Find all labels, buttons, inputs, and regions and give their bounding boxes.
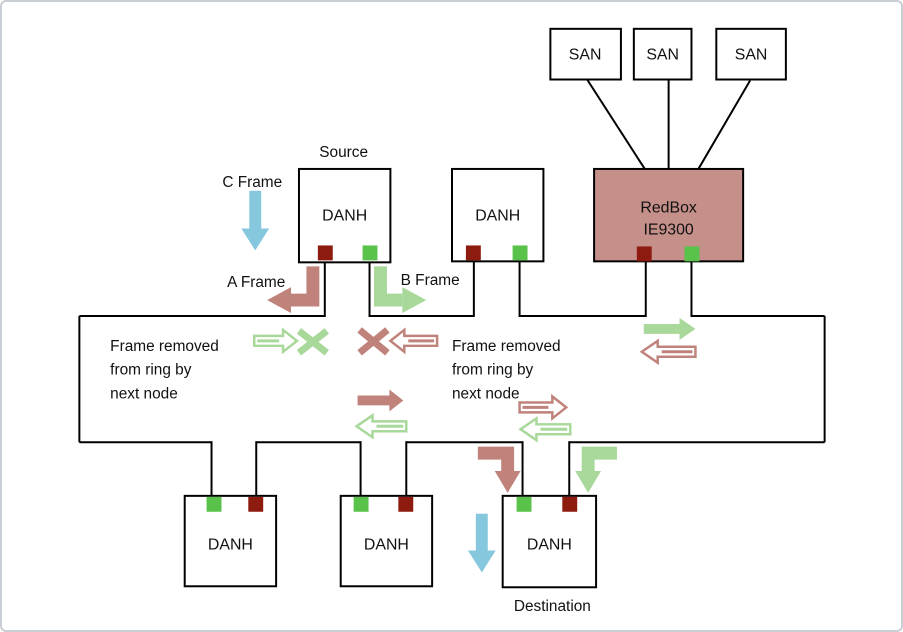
danh-source-node: DANH [297,167,392,264]
redbox-tx-green-arrow [643,317,696,340]
redbox-node: RedBox IE9300 [593,167,745,263]
b-frame-label: B Frame [401,272,460,289]
b-frame-arrow-head [402,287,427,314]
note-left-line1: Frame removed [110,338,219,355]
dest-red-bent-shaft [477,446,515,472]
danh-bottom-node-2: DANH [339,494,434,588]
redbox-green-arrow [643,317,696,340]
a-frame-arrow-head [267,287,292,314]
note-left-line3: next node [110,385,178,402]
redbox-rx-red-arrow [639,338,697,366]
dest-green-bent-arrow [575,446,617,493]
note-right-line1: Frame removed [452,338,561,355]
mid-left-green-arrow [354,413,408,440]
note-right-line2: from ring by [452,362,534,379]
destination-arrow-head [467,550,496,573]
san-links [586,78,751,170]
san1-box [549,27,622,81]
danh-bottom-node-1: DANH [183,494,278,588]
frame-removed-note-left: Frame removed from ring by next node [110,338,219,403]
green-x-stroke-2 [296,328,329,356]
mid-left-red-arrow-shape [357,389,404,412]
frame-removed-note-right: Frame removed from ring by next node [452,338,561,403]
note-right-line3: next node [452,385,520,402]
san-node-1: SAN [549,27,622,81]
c-frame-arrow-head [241,228,270,251]
a-frame-arrow-shaft [291,266,320,307]
mid-right-green-arrow [518,415,572,443]
destination-c-frame-arrow [467,513,496,573]
red-x-stroke-2 [357,327,390,356]
note-right-discard-x [357,327,390,356]
b-frame-arrow [373,266,427,314]
note-right-return-arrow [388,327,439,355]
c-frame-arrow-shaft [249,190,262,229]
a-frame-arrow [267,266,320,314]
san-node-2: SAN [632,27,693,81]
destination-arrow-shaft [475,513,488,551]
c-frame-label: C Frame [222,174,282,191]
danh-destination-label: DANH [527,537,572,554]
c-frame-arrow [241,190,270,251]
mid-right-red-arrow [518,393,569,421]
redbox-green-port [684,246,700,262]
redbox-label-line2: IE9300 [643,222,693,239]
danh-destination-node: DANH [501,494,598,589]
danh-top-node-2: DANH [451,167,545,263]
danh-source-label: DANH [322,208,367,225]
mid-left-red-arrow [357,389,404,412]
san3-link [697,79,751,170]
danh-top2-green-port [512,245,528,261]
dest-red-bent-head [494,471,521,493]
source-label: Source [319,144,368,161]
san2-label: SAN [646,47,679,64]
san1-link [586,78,646,170]
hsr-ring-lines [78,261,826,497]
san3-box [715,27,787,81]
dest-red-bent-arrow [477,446,521,493]
san3-label: SAN [735,47,768,64]
danh-bottom1-green-port [206,496,222,512]
danh-bottom2-red-port [398,496,414,512]
san-node-3: SAN [715,27,787,81]
danh-bottom2-green-port [353,496,369,512]
redbox-box [593,167,745,263]
b-frame-arrow-shaft [373,266,403,307]
danh-top2-label: DANH [475,208,520,225]
destination-label: Destination [514,598,591,615]
danh-source-green-port [362,245,378,261]
redbox-label-line1: RedBox [640,200,697,217]
dest-green-bent-head [575,471,602,493]
danh-bottom2-label: DANH [364,537,409,554]
san2-box [632,27,693,81]
dest-green-bent-shaft [581,446,617,472]
danh-source-red-port [317,245,333,261]
note-left-line2: from ring by [110,362,192,379]
a-frame-label: A Frame [227,274,285,291]
note-left-forward-arrow [253,327,299,355]
san1-label: SAN [569,47,602,64]
danh-bottom1-red-port [248,496,264,512]
danh-destination-green-port [516,496,532,512]
danh-top2-red-port [465,245,481,261]
note-left-discard-x [296,328,329,356]
redbox-red-port [636,246,652,262]
danh-destination-red-port [562,496,578,512]
danh-bottom1-label: DANH [208,537,253,554]
